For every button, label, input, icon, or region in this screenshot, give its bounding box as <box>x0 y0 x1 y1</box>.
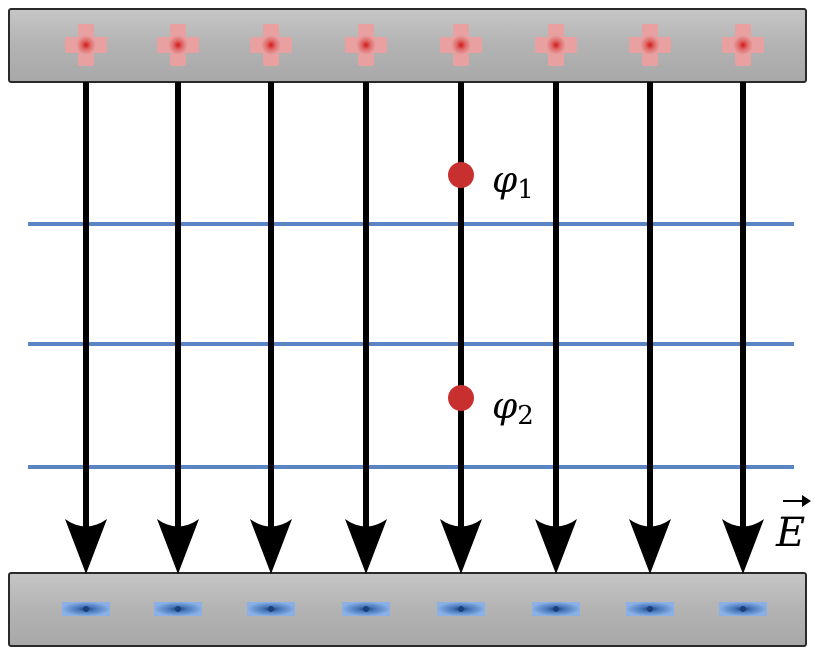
negative-charge-icon <box>247 602 295 616</box>
negative-charge-icon <box>437 602 485 616</box>
positive-charge-icon <box>535 24 577 66</box>
negative-charge-icon <box>626 602 674 616</box>
negative-charge-icon <box>532 602 580 616</box>
arrowhead <box>440 519 482 574</box>
field-vector-label: E <box>775 495 811 556</box>
field-line <box>250 82 292 574</box>
arrowhead <box>250 519 292 574</box>
positive-charge-icon <box>65 24 107 66</box>
negative-charge-icon <box>62 602 110 616</box>
field-lines <box>65 82 764 574</box>
arrowhead <box>345 519 387 574</box>
field-line <box>535 82 577 574</box>
point-phi-1 <box>448 162 474 188</box>
field-line <box>157 82 199 574</box>
arrowhead <box>722 519 764 574</box>
top-plate <box>8 8 807 83</box>
label-phi-1: φ1 <box>492 160 534 205</box>
positive-charge-icon <box>345 24 387 66</box>
negative-charge-icon <box>154 602 202 616</box>
positive-charge-icon <box>440 24 482 66</box>
arrowhead <box>629 519 671 574</box>
bottom-plate-charges <box>62 602 767 616</box>
point-phi-2 <box>448 385 474 411</box>
positive-charge-icon <box>629 24 671 66</box>
field-line <box>722 82 764 574</box>
field-line <box>629 82 671 574</box>
bottom-plate <box>8 572 807 647</box>
positive-charge-icon <box>722 24 764 66</box>
vector-arrow-head <box>802 495 811 507</box>
negative-charge-icon <box>342 602 390 616</box>
arrowhead <box>535 519 577 574</box>
label-e: E <box>775 510 805 556</box>
positive-charge-icon <box>250 24 292 66</box>
field-line <box>440 82 482 574</box>
arrowhead <box>157 519 199 574</box>
label-phi-2: φ2 <box>492 386 534 431</box>
field-line <box>65 82 107 574</box>
top-plate-charges <box>65 24 764 66</box>
positive-charge-icon <box>157 24 199 66</box>
arrowhead <box>65 519 107 574</box>
equipotential-lines <box>28 222 794 469</box>
field-line <box>345 82 387 574</box>
negative-charge-icon <box>719 602 767 616</box>
